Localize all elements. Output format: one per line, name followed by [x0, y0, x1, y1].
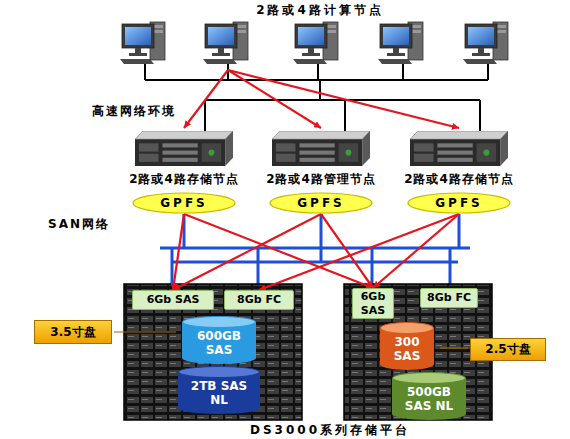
red-arrow: [173, 214, 321, 290]
high-speed-network: [145, 64, 488, 131]
gpfs-ellipse: GPFS: [269, 192, 373, 214]
callout-box: 3.5寸盘: [34, 320, 112, 344]
node-text: 600GB SAS: [185, 329, 253, 358]
node-text: 2路或4路存储节点: [404, 171, 514, 188]
disk-cylinder: 600GB SAS: [182, 316, 256, 364]
node-text: 2路或4路存储节点: [129, 171, 239, 188]
node-text: 2TB SAS NL: [181, 379, 257, 408]
red-arrow: [321, 214, 373, 288]
gpfs-ellipse: GPFS: [132, 192, 236, 214]
node-text: GPFS: [160, 196, 207, 210]
node-text: 8Gb FC: [227, 293, 291, 306]
compute-node-group: 2路或4路计算节点: [110, 2, 530, 70]
server-node: 2路或4路存储节点: [125, 128, 243, 188]
node-text: 3.5寸盘: [50, 324, 95, 341]
node-text: 6Gb SAS: [135, 293, 211, 306]
red-arrow: [228, 70, 459, 128]
server-node: 2路或4路管理节点: [262, 128, 380, 188]
disk-cylinder: 300 SAS: [380, 322, 434, 370]
disk-cylinder: 2TB SAS NL: [178, 366, 260, 414]
san-network: [160, 214, 470, 286]
port-box: 8Gb FC: [224, 290, 294, 310]
red-arrow: [228, 70, 321, 128]
disk-cylinder: 500GB SAS NL: [392, 372, 466, 420]
red-arrow: [184, 214, 373, 288]
red-arrow: [373, 214, 459, 288]
red-arrow: [173, 214, 184, 290]
caption: DS3000系列存储平台: [180, 422, 480, 439]
node-text: 8Gb FC: [423, 291, 475, 304]
node-text: 2路或4路管理节点: [266, 171, 376, 188]
port-box: 6Gb SAS: [352, 288, 394, 319]
node-text: 500GB SAS NL: [395, 385, 463, 414]
node-text: 2路或4路计算节点: [256, 2, 384, 19]
network-label: SAN网络: [48, 216, 110, 233]
node-text: GPFS: [435, 196, 482, 210]
network-label: 高速网络环境: [92, 103, 176, 120]
gpfs-ellipse: GPFS: [407, 192, 511, 214]
node-text: 6Gb SAS: [355, 290, 391, 316]
port-box: 8Gb FC: [420, 288, 478, 308]
red-arrow: [184, 70, 228, 128]
node-text: GPFS: [297, 196, 344, 210]
server-node: 2路或4路存储节点: [400, 128, 518, 188]
server-hardware: [135, 131, 508, 166]
storage-racks: [124, 284, 492, 420]
callout-box: 2.5寸盘: [470, 338, 546, 361]
red-arrow: [259, 214, 459, 290]
node-text: 300 SAS: [383, 335, 431, 364]
node-text: 2.5寸盘: [485, 341, 530, 358]
port-box: 6Gb SAS: [132, 290, 214, 310]
compute-computers: [120, 22, 508, 64]
